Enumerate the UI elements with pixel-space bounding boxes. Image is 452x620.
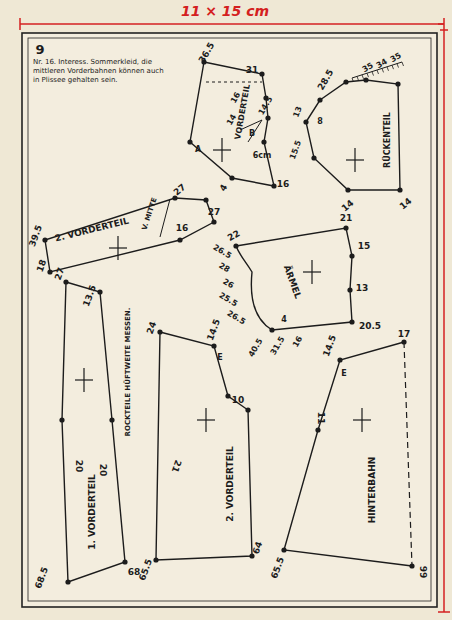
pattern-label: 27 — [208, 208, 221, 217]
pattern-label: 15 — [358, 242, 371, 251]
vertex-dots — [42, 59, 414, 584]
pattern-label: 16 — [277, 180, 290, 189]
pattern-label: 66 — [420, 566, 429, 579]
pattern-label: 31 — [246, 66, 259, 75]
pattern-label: 20 — [74, 460, 83, 473]
pattern-label: 4 — [281, 316, 287, 324]
pattern-label: 8 — [317, 118, 323, 126]
sheet-number: 9 — [35, 43, 44, 56]
pattern-label: 2. VORDERTEIL — [226, 446, 235, 522]
pattern-label: 17 — [398, 330, 411, 339]
pattern-label: RÜCKENTEIL — [384, 112, 392, 168]
pattern-label: HINTERBAHN — [368, 457, 377, 524]
pattern-label: A — [195, 146, 201, 154]
construction-lines — [160, 62, 412, 566]
pattern-label: 21 — [340, 214, 353, 223]
pattern-label: E — [341, 370, 346, 378]
pattern-label: 11 — [316, 412, 325, 425]
pattern-label: 6cm — [253, 152, 272, 160]
red-dimension-lines — [20, 18, 450, 612]
pattern-label: 20.5 — [359, 322, 381, 331]
size-note: 11 × 15 cm — [178, 4, 272, 18]
pattern-label: 13 — [356, 284, 369, 293]
pattern-label: B — [249, 130, 255, 138]
pattern-label: E — [217, 354, 222, 362]
pattern-label: ROCKTEILE HÜFTWEITE MESSEN. — [125, 308, 132, 437]
description-note: Nr. 16. Interess. Sommerkleid, die mittl… — [33, 58, 168, 84]
pattern-label: 20 — [98, 464, 107, 477]
pattern-label: 1. VORDERTEIL — [88, 474, 97, 550]
pattern-label: 10 — [232, 396, 245, 405]
card-frame — [22, 33, 437, 607]
grain-crosses — [75, 138, 371, 432]
pattern-label: 16 — [176, 224, 189, 233]
card-inner-frame — [28, 38, 431, 601]
pattern-pieces — [45, 62, 412, 582]
